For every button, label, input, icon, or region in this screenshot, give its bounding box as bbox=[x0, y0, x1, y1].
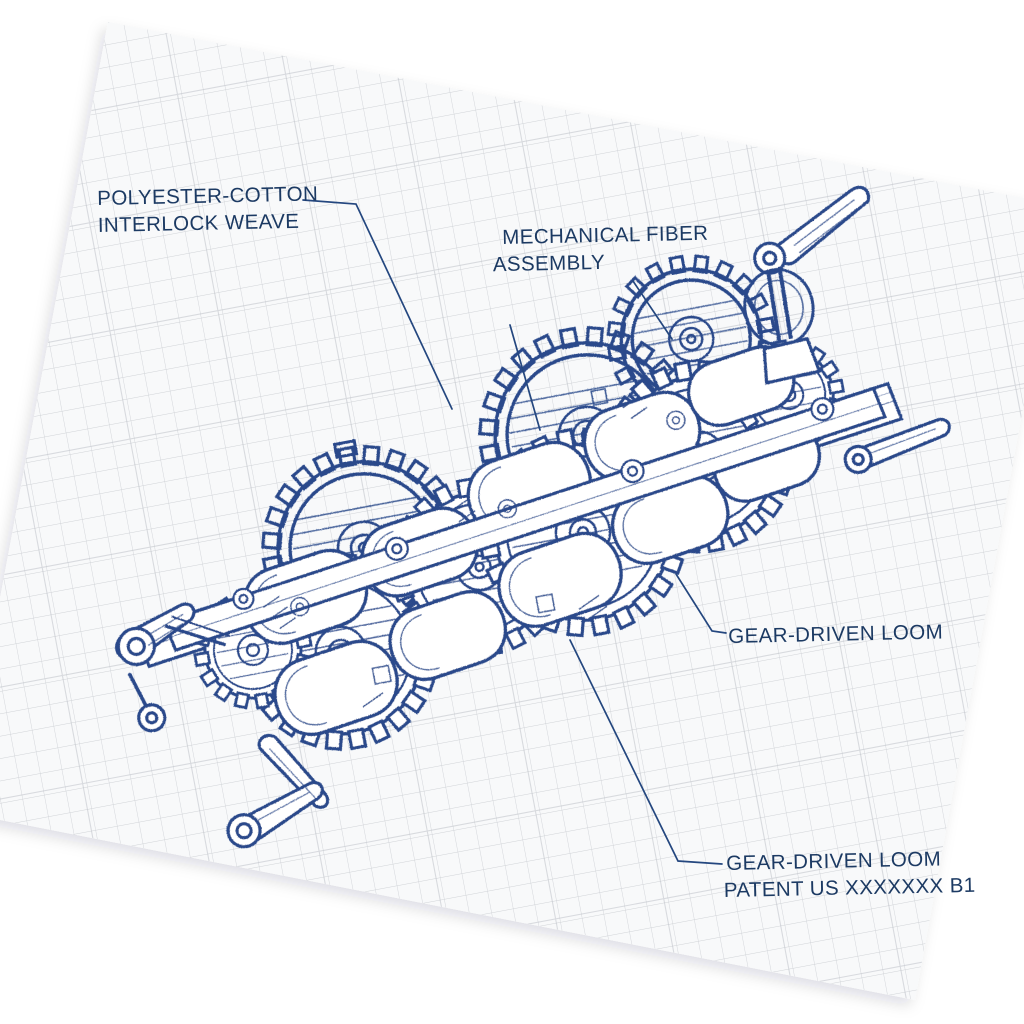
callout-gear-driven-loom: GEAR-DRIVEN LOOM bbox=[728, 620, 943, 651]
leader-weave bbox=[302, 199, 453, 410]
callout-loom-line1: GEAR-DRIVEN LOOM bbox=[728, 620, 944, 648]
callout-mechanical-fiber: MECHANICAL FIBER ASSEMBLY bbox=[493, 221, 709, 279]
machine-detail-hatching bbox=[262, 387, 686, 718]
link-arm-lower-left bbox=[226, 733, 330, 849]
drive-shaft-front bbox=[162, 386, 887, 653]
leader-lines bbox=[302, 199, 727, 865]
leader-caption bbox=[569, 639, 723, 865]
crank-lever-left bbox=[115, 602, 231, 733]
mechanism-drawing bbox=[115, 185, 951, 849]
leader-loom bbox=[675, 573, 727, 634]
callout-polyester-cotton: POLYESTER-COTTON INTERLOCK WEAVE bbox=[97, 181, 319, 239]
caption-patent-number: PATENT US XXXXXXX B1 bbox=[723, 873, 976, 902]
caption-block: GEAR-DRIVEN LOOM PATENT US XXXXXXX B1 bbox=[723, 846, 976, 904]
leader-fiber-b bbox=[632, 280, 673, 340]
callout-fiber-line2: ASSEMBLY bbox=[492, 250, 606, 276]
callout-weave-line2: INTERLOCK WEAVE bbox=[97, 209, 300, 237]
crank-handle-right bbox=[743, 185, 871, 385]
callout-fiber-line1: MECHANICAL FIBER bbox=[502, 221, 709, 249]
callout-weave-line1: POLYESTER-COTTON bbox=[97, 182, 319, 210]
link-arm-right bbox=[843, 417, 951, 475]
leader-fiber-a bbox=[509, 324, 541, 431]
